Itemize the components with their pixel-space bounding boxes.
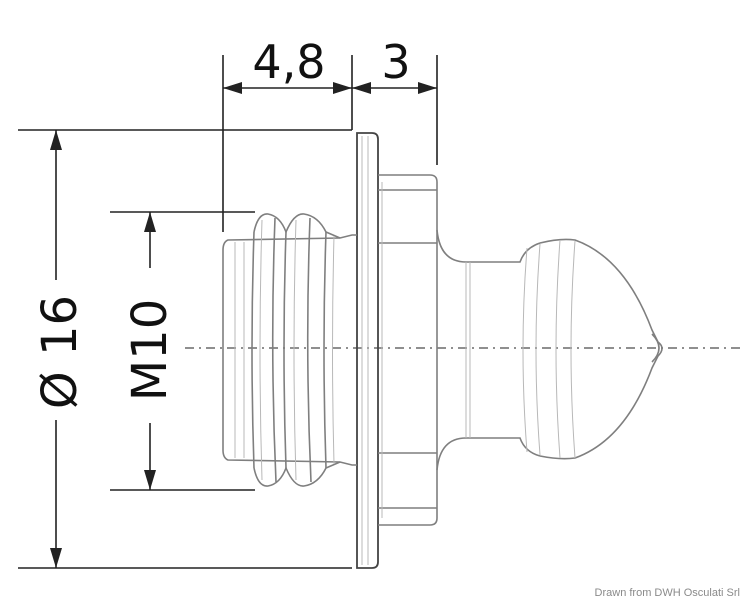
threaded-shank bbox=[222, 213, 357, 487]
credit-text: Drawn from DWH Osculati Srl bbox=[595, 587, 740, 599]
dimension-diameter-16: Ø 16 bbox=[18, 129, 352, 569]
dim-label-4-8: 4,8 bbox=[252, 35, 325, 89]
dim-label-diameter-16: Ø 16 bbox=[32, 295, 88, 409]
dimension-m10: M10 bbox=[110, 211, 255, 491]
dim-label-m10: M10 bbox=[122, 299, 178, 402]
flange bbox=[356, 132, 379, 569]
hex-collar bbox=[378, 174, 438, 526]
dimension-3: 3 bbox=[352, 35, 438, 165]
plug-body bbox=[222, 132, 663, 569]
dimension-4-8: 4,8 bbox=[222, 35, 353, 232]
neck bbox=[436, 229, 541, 471]
dome-tip bbox=[522, 238, 663, 460]
dim-label-3: 3 bbox=[381, 35, 410, 89]
